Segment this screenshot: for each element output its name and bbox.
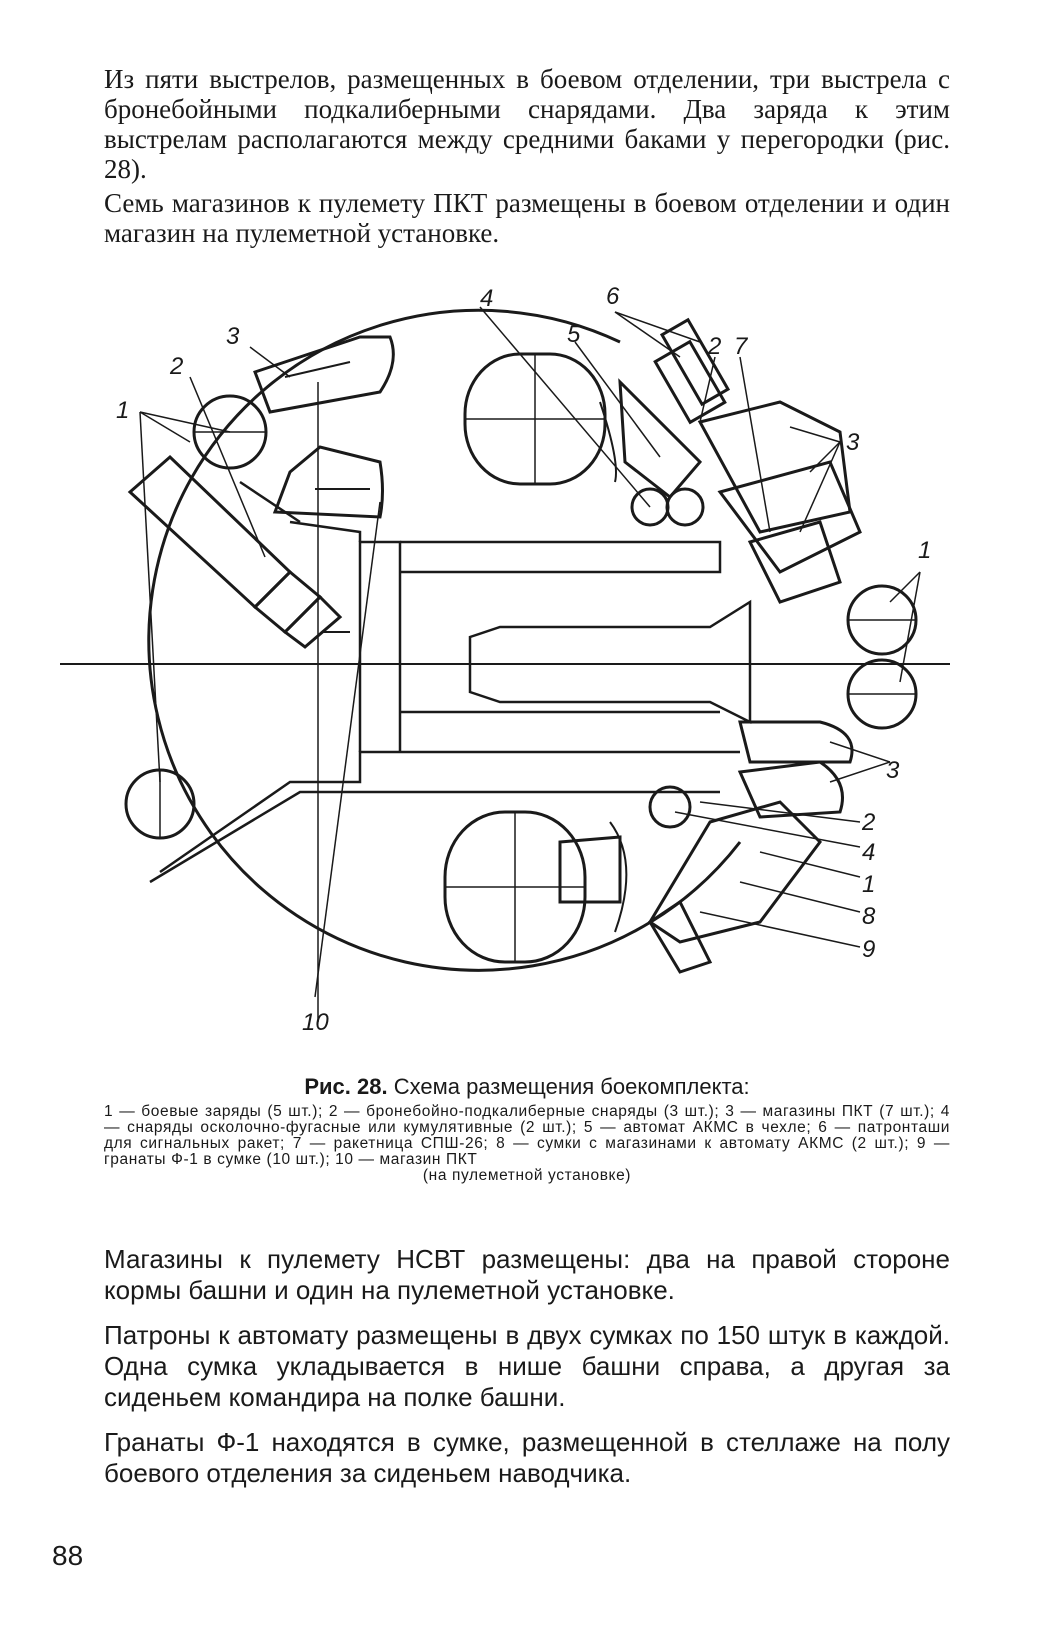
label-7-top: 7 (734, 333, 749, 360)
label-3-right-lower: 3 (886, 757, 900, 784)
apfsds-shell-left (127, 454, 350, 649)
paragraph-pkt-magazines: Семь магазинов к пулемету ПКТ размещены … (104, 188, 950, 248)
figure-legend-text: 1 — боевые заряды (5 шт.); 2 — бронебойн… (104, 1103, 950, 1168)
label-1-left: 1 (116, 397, 129, 424)
figure-number: Рис. 28. (304, 1074, 388, 1099)
paragraph-nsvt-magazines: Магазины к пулемету НСВТ размещены: два … (104, 1244, 950, 1305)
label-6-top: 6 (606, 283, 620, 310)
paragraph-grenades: Гранаты Ф-1 находятся в сумке, размещенн… (104, 1427, 950, 1488)
label-1-right-lower: 1 (862, 871, 875, 898)
figure-caption: Рис. 28. Схема размещения боекомплекта: (104, 1074, 950, 1100)
paragraph-rifle-cartridges: Патроны к автомату размещены в двух сумк… (104, 1320, 950, 1412)
label-5-top: 5 (567, 321, 581, 348)
label-4-right: 4 (862, 839, 875, 866)
label-2-left: 2 (169, 353, 183, 380)
right-upper-cluster (599, 317, 862, 604)
figure-title: Схема размещения боекомплекта: (393, 1074, 750, 1099)
label-1-right: 1 (918, 537, 931, 564)
label-9-right: 9 (862, 936, 875, 963)
figure-legend: 1 — боевые заряды (5 шт.); 2 — бронебойн… (104, 1104, 950, 1184)
pkt-magazine-left-middle (272, 445, 384, 519)
label-3-right: 3 (846, 429, 860, 456)
gun-breech (468, 599, 752, 725)
label-4-top: 4 (480, 285, 493, 312)
label-2-top: 2 (707, 333, 721, 360)
turret-outline (147, 308, 742, 972)
ammo-stowage-diagram: 3 2 1 4 5 6 2 7 3 1 3 2 4 1 8 9 10 (60, 283, 950, 1036)
paragraph-ammo-shots: Из пяти выстрелов, размещенных в боевом … (104, 64, 950, 184)
label-2-right: 2 (861, 809, 875, 836)
pkt-magazine-left-top (253, 335, 395, 414)
label-3-left: 3 (226, 323, 240, 350)
label-10-bottom: 10 (302, 1009, 329, 1036)
page-number: 88 (52, 1540, 84, 1571)
label-8-right: 8 (862, 903, 876, 930)
right-lower-cluster (558, 720, 854, 974)
figure-legend-last: (на пулеметной установке) (422, 1167, 632, 1184)
